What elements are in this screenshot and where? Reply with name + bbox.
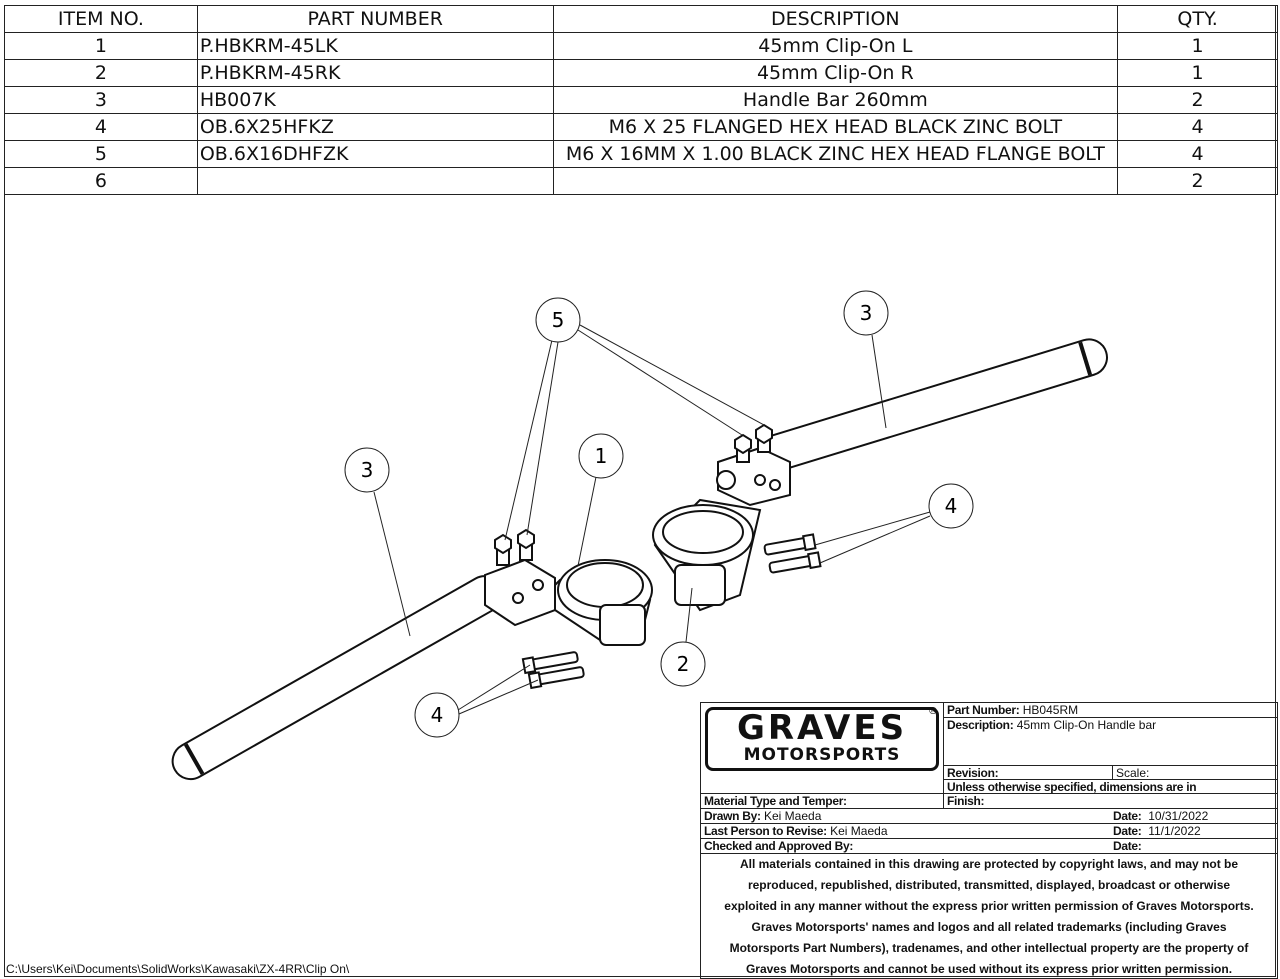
revision-label: Revision: [947,766,999,780]
part-number-label: Part Number: [947,703,1020,717]
handlebar-left [171,575,504,781]
revised-date-value: 11/1/2022 [1148,824,1201,838]
drawn-date-label: Date: [1113,809,1142,823]
balloon-circle [928,483,974,529]
balloon-number: 5 [552,308,565,332]
item-no-cell: 3 [4,86,198,114]
drawn-by-label: Drawn By: [704,809,761,823]
checked-date-label: Date: [1113,839,1142,853]
balloon-circle [414,692,460,738]
bolts-loose [521,533,822,690]
item-balloon: 3 [344,447,390,493]
item-no-cell: 6 [4,167,198,195]
description-cell: 45mm Clip-On R [552,59,1119,87]
file-path: C:\Users\Kei\Documents\SolidWorks\Kawasa… [6,962,350,976]
item-balloon: 4 [414,692,460,738]
qty-cell: 4 [1117,113,1278,141]
balloon-number: 4 [431,703,444,727]
part-number-value: HB045RM [1022,703,1079,717]
description-label: Description: [947,718,1014,732]
checked-label: Checked and Approved By: [704,839,854,853]
item-balloon: 5 [535,297,581,343]
revised-by-label: Last Person to Revise: [704,824,827,838]
item-balloon: 4 [928,483,974,529]
balloon-number: 4 [945,494,958,518]
clip-on-left [484,528,653,646]
balloon-circle [535,297,581,343]
description-cell: Handle Bar 260mm [552,86,1119,114]
item-no-cell: 5 [4,140,198,168]
qty-cell: 1 [1117,59,1278,87]
part-number-cell: P.HBKRM-45LK [196,32,554,60]
qty-cell: 4 [1117,140,1278,168]
part-number-cell: HB007K [196,86,554,114]
part-number-cell: P.HBKRM-45RK [196,59,554,87]
logo-line1: GRAVES [736,708,908,748]
item-no-cell: 2 [4,59,198,87]
balloon-circle [578,433,624,479]
balloon-number: 3 [860,301,873,325]
title-block: GRAVES MOTORSPORTS ® Part Number: HB045R… [700,702,1278,979]
scale-label: Scale: [1116,766,1150,780]
item-balloon: 2 [660,641,706,687]
description-cell: 45mm Clip-On L [552,32,1119,60]
clip-on-right [652,423,791,612]
balloon-number: 1 [595,444,608,468]
description-cell [552,167,1119,195]
description-value: 45mm Clip-On Handle bar [1016,718,1157,732]
copyright-notice: All materials contained in this drawing … [724,857,1254,976]
revised-date-label: Date: [1113,824,1142,838]
balloon-circle [344,447,390,493]
registered-mark: ® [928,706,938,717]
balloon-circle [660,641,706,687]
item-no-cell: 4 [4,113,198,141]
balloon-number: 2 [677,652,690,676]
handlebar-right [758,338,1108,472]
units-note: Unless otherwise specified, dimensions a… [947,780,1197,794]
balloon-circle [843,290,889,336]
graves-motorsports-logo: GRAVES MOTORSPORTS ® [705,706,939,771]
part-number-cell [196,167,554,195]
item-balloon: 1 [578,433,624,479]
header-item-no: ITEM NO. [4,5,198,33]
drawn-by-value: Kei Maeda [764,809,822,823]
drawn-date-value: 10/31/2022 [1148,809,1209,823]
finish-label: Finish: [947,794,985,808]
item-balloon: 3 [843,290,889,336]
revised-by-value: Kei Maeda [830,824,888,838]
header-qty: QTY. [1117,5,1278,33]
material-label: Material Type and Temper: [704,794,847,808]
qty-cell: 1 [1117,32,1278,60]
logo-line2: MOTORSPORTS [743,745,901,765]
qty-cell: 2 [1117,167,1278,195]
balloon-number: 3 [361,458,374,482]
leader-lines [373,324,931,715]
bom-header-row: ITEM NO. PART NUMBER DESCRIPTION QTY. [4,5,1278,33]
header-part-number: PART NUMBER [196,5,554,33]
